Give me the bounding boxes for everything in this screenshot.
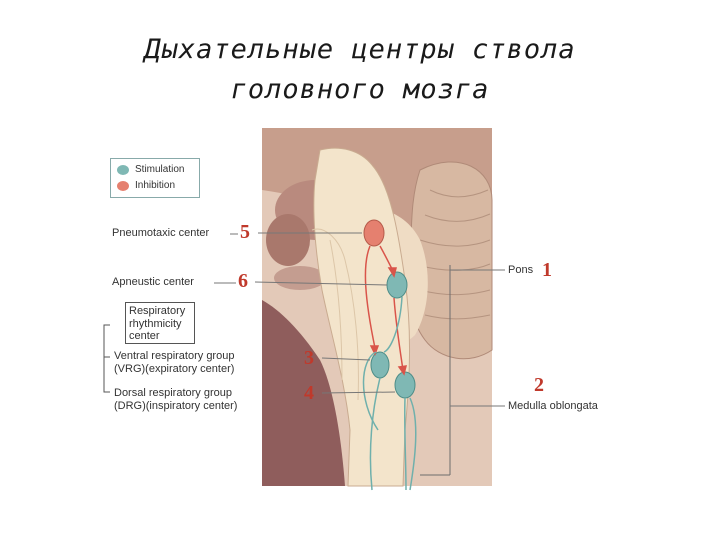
slide-title-line-2: головного мозга (230, 74, 490, 105)
vrg-label-line-2: (VRG)(expiratory center) (114, 363, 235, 375)
slide-title-line-1: Дыхательные центры ствола (144, 34, 576, 65)
legend: Stimulation Inhibition (110, 158, 200, 198)
number-6: 6 (238, 270, 248, 292)
medulla-oblongata-label: Medulla oblongata (508, 400, 598, 412)
number-3: 3 (304, 347, 314, 369)
optic-region (274, 266, 326, 290)
inhibition-arrows (364, 245, 407, 376)
leader-lines (214, 232, 505, 407)
inhibition-swatch (117, 181, 129, 191)
legend-stimulation-label: Stimulation (135, 164, 185, 175)
hypothalamus-lobe (266, 214, 310, 266)
drg-node (394, 371, 416, 399)
number-1: 1 (542, 259, 552, 281)
legend-inhibition-label: Inhibition (135, 180, 176, 191)
apneustic-center-node (386, 271, 408, 299)
apneustic-center-label: Apneustic center (112, 276, 194, 288)
pneumotaxic-center-node (363, 219, 385, 247)
brainstem-fiber-line (311, 228, 359, 401)
pons-label: Pons (508, 264, 534, 276)
rhythmicity-label-line: rhythmicity (129, 317, 182, 330)
rhythmicity-center-box: Respiratory rhythmicity center (125, 302, 195, 344)
rhythmicity-bracket (103, 324, 110, 393)
drg-label-line-1: Dorsal respiratory group (114, 387, 232, 399)
stimulation-paths (362, 296, 417, 491)
drg-label-line-2: (DRG)(inspiratory center) (114, 400, 238, 412)
number-2: 2 (534, 374, 544, 396)
stimulation-swatch (117, 165, 129, 175)
rhythmicity-label-line: center (129, 330, 160, 342)
vrg-label-line-1: Ventral respiratory group (114, 350, 235, 362)
vrg-node (370, 351, 390, 379)
rhythmicity-label-line: Respiratory (129, 305, 186, 317)
brainstem-fiber-line (329, 239, 343, 381)
number-4: 4 (304, 382, 314, 404)
lower-tissue (262, 300, 345, 486)
pneumotaxic-center-label: Pneumotaxic center (112, 227, 210, 239)
number-5: 5 (240, 221, 250, 243)
